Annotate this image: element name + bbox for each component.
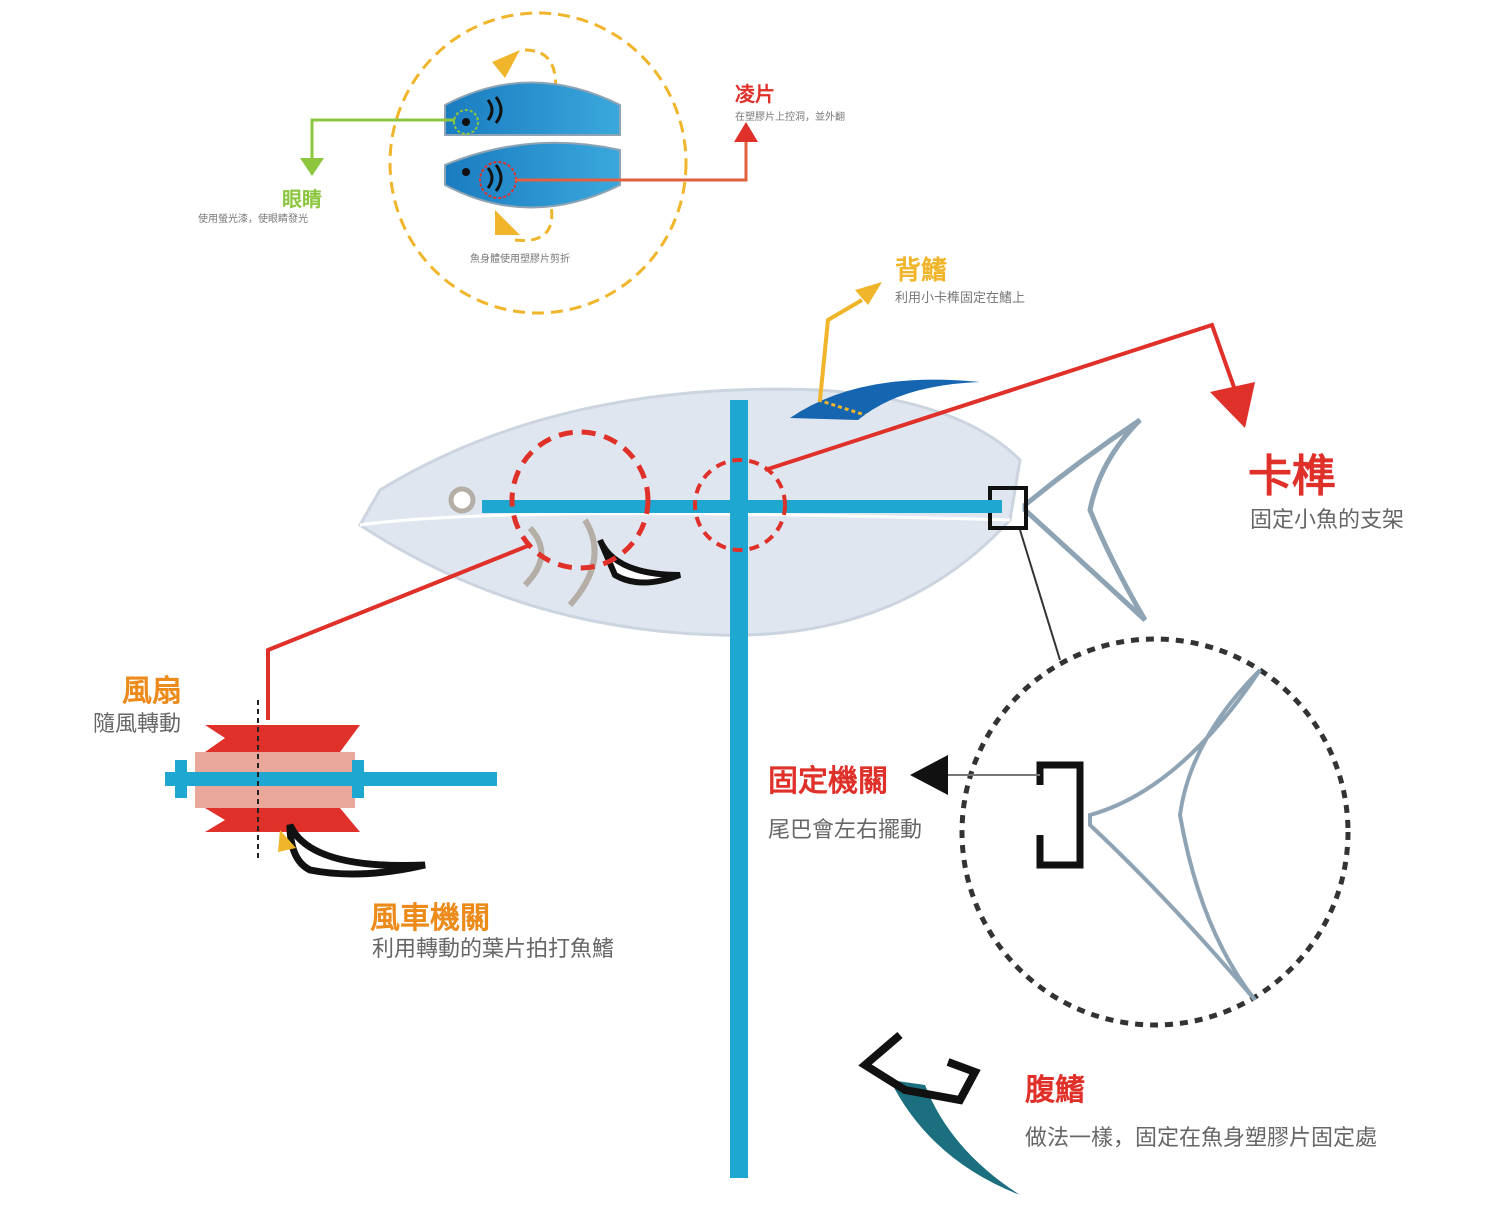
fan-mechanism (165, 700, 497, 878)
inset-fish-bottom (444, 141, 621, 209)
dorsal-fin-desc: 利用小卡榫固定在鰭上 (895, 291, 1026, 306)
fan-title: 風扇 (122, 674, 182, 709)
windmill-desc: 利用轉動的葉片拍打魚鰭 (372, 937, 615, 962)
scale-desc: 在塑膠片上控洞，並外翻 (735, 112, 845, 123)
eye-title: 眼睛 (282, 187, 322, 211)
fixing-title: 固定機關 (768, 764, 888, 799)
body-note: 魚身體使用塑膠片剪折 (470, 254, 570, 265)
windmill-title: 風車機關 (370, 901, 490, 936)
inset-circle (300, 11, 758, 315)
fan-desc: 隨風轉動 (93, 712, 182, 737)
tenon-desc: 固定小魚的支架 (1250, 508, 1405, 533)
scale-title: 凌片 (735, 82, 775, 106)
vertical-pole (730, 400, 748, 1178)
tail-fin (1022, 417, 1148, 622)
pelvic-fin (858, 1031, 1020, 1195)
inset-fish-top (444, 81, 621, 136)
dorsal-fin-title: 背鰭 (895, 256, 948, 286)
dorsal-fin (790, 379, 980, 420)
eye-desc: 使用螢光漆，使眼睛發光 (198, 214, 308, 225)
tenon-title: 卡榫 (1248, 451, 1336, 502)
fixing-desc: 尾巴會左右擺動 (768, 818, 923, 843)
main-fish (357, 379, 1148, 1178)
pelvic-fin-desc: 做法一樣，固定在魚身塑膠片固定處 (1025, 1126, 1378, 1151)
pelvic-fin-title: 腹鰭 (1025, 1073, 1085, 1108)
tail-detail-circle (910, 636, 1351, 1028)
